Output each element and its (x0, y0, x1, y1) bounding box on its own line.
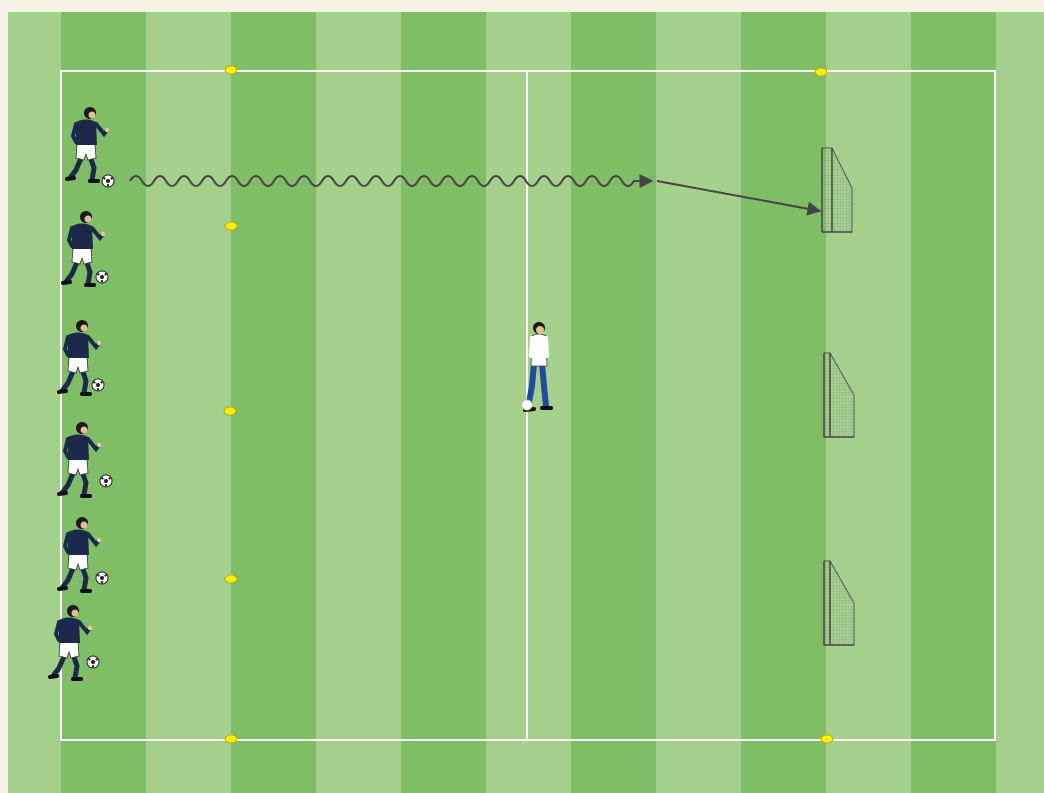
soccer-ball-icon (87, 656, 99, 668)
soccer-ball-icon (102, 175, 114, 187)
pitch-border-left (0, 0, 8, 793)
cone-icon (225, 735, 237, 743)
soccer-ball-icon (96, 271, 108, 283)
cone-icon (224, 407, 236, 415)
cone-icon (225, 222, 237, 230)
pitch-stripe (911, 12, 996, 793)
soccer-ball-icon (100, 475, 112, 487)
pitch-stripe (571, 12, 656, 793)
pitch-stripe (741, 12, 826, 793)
coach-ball (522, 400, 532, 410)
cone-icon (821, 735, 833, 743)
soccer-ball-icon (92, 379, 104, 391)
cone-icon (225, 66, 237, 74)
pitch-stripe (231, 12, 316, 793)
soccer-ball-icon (96, 572, 108, 584)
cone-icon (225, 575, 237, 583)
pitch-border-top (0, 0, 1044, 12)
pitch-stripe (401, 12, 486, 793)
cone-icon (815, 68, 827, 76)
